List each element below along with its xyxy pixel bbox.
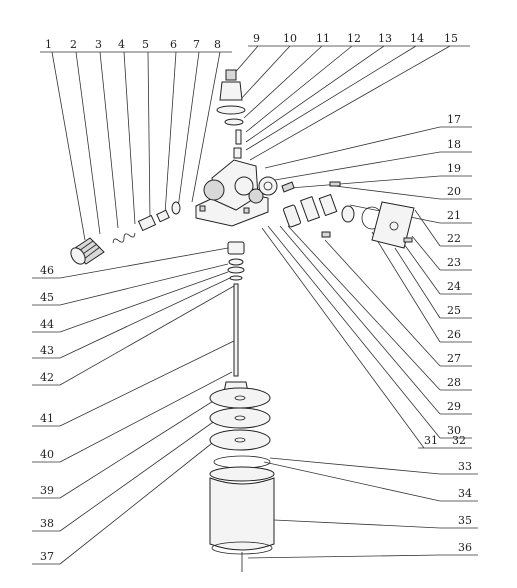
ring-spacer <box>156 209 170 223</box>
small-o-ring <box>171 201 181 215</box>
part-label-20: 20 <box>447 185 461 198</box>
part-label-43: 43 <box>40 344 54 357</box>
part-label-27: 27 <box>447 352 461 365</box>
spring <box>112 232 136 244</box>
part-label-1: 1 <box>45 38 52 51</box>
part-label-11: 11 <box>316 32 330 45</box>
part-label-40: 40 <box>40 448 54 461</box>
disc-stack <box>209 387 271 451</box>
inlet-fitting <box>70 237 105 265</box>
part-label-25: 25 <box>447 304 461 317</box>
part-label-32: 32 <box>452 434 466 447</box>
filter-bowl <box>209 455 275 572</box>
part-label-28: 28 <box>447 376 461 389</box>
part-label-13: 13 <box>378 32 392 45</box>
valve-insert <box>137 214 157 232</box>
part-label-24: 24 <box>447 280 461 293</box>
part-label-17: 17 <box>447 113 461 126</box>
part-label-42: 42 <box>40 371 54 384</box>
part-label-22: 22 <box>447 232 461 245</box>
part-label-12: 12 <box>347 32 361 45</box>
part-label-46: 46 <box>40 264 54 277</box>
parts <box>70 69 415 572</box>
part-label-10: 10 <box>283 32 297 45</box>
part-label-9: 9 <box>253 32 260 45</box>
top-right-labels: 9 10 11 12 13 14 15 <box>248 32 470 47</box>
right-assembly <box>281 181 415 249</box>
part-label-36: 36 <box>458 541 472 554</box>
part-label-38: 38 <box>40 517 54 530</box>
part-label-5: 5 <box>142 38 149 51</box>
part-label-34: 34 <box>458 487 472 500</box>
right-labels: 17 18 19 20 21 22 23 24 25 26 27 28 29 3… <box>418 113 478 556</box>
part-label-2: 2 <box>70 38 77 51</box>
part-label-18: 18 <box>447 138 461 151</box>
part-label-45: 45 <box>40 291 54 304</box>
part-label-8: 8 <box>214 38 221 51</box>
valve-body <box>195 159 278 227</box>
part-label-33: 33 <box>458 460 472 473</box>
part-label-7: 7 <box>193 38 200 51</box>
part-label-29: 29 <box>447 400 461 413</box>
part-label-37: 37 <box>40 550 54 563</box>
part-label-6: 6 <box>170 38 177 51</box>
part-label-23: 23 <box>447 256 461 269</box>
leader-lines <box>51 45 451 565</box>
top-cap-stack <box>216 69 246 159</box>
part-label-44: 44 <box>40 318 54 331</box>
part-label-35: 35 <box>458 514 472 527</box>
part-label-19: 19 <box>447 162 461 175</box>
part-label-21: 21 <box>447 209 461 222</box>
part-label-31: 31 <box>424 434 438 447</box>
part-label-14: 14 <box>410 32 424 45</box>
part-label-39: 39 <box>40 484 54 497</box>
top-left-labels: 1 2 3 4 5 6 7 8 <box>40 38 232 53</box>
part-label-30: 30 <box>447 424 461 437</box>
part-label-3: 3 <box>95 38 102 51</box>
part-label-4: 4 <box>118 38 125 51</box>
left-labels: 46 45 44 43 42 41 40 39 38 37 <box>32 264 60 565</box>
part-label-15: 15 <box>444 32 458 45</box>
part-label-41: 41 <box>40 412 54 425</box>
part-label-26: 26 <box>447 328 461 341</box>
